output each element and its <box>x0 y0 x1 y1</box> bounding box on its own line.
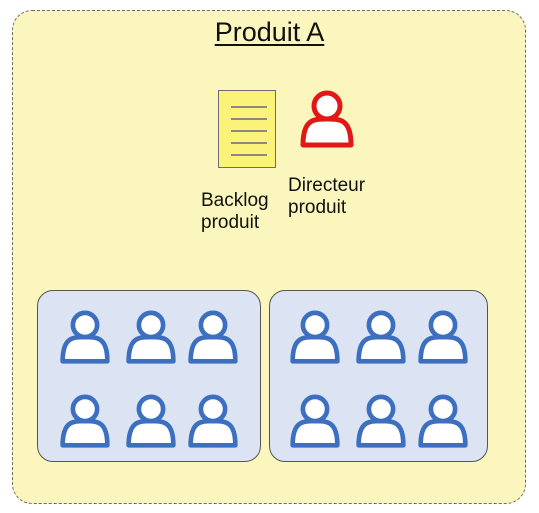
backlog-caption: Backlog produit <box>201 190 269 234</box>
director-caption-line1: Directeur <box>288 175 366 196</box>
product-title: Produit A <box>214 17 325 47</box>
team-member-icon <box>58 308 112 368</box>
team-member-icon <box>58 392 112 452</box>
document-line <box>231 130 267 132</box>
director-caption-line2: produit <box>288 197 347 218</box>
director-caption: Directeur produit <box>288 175 365 219</box>
team-member-icon <box>186 308 240 368</box>
team-member-icon <box>186 392 240 452</box>
document-line <box>231 106 267 108</box>
backlog-caption-line2: produit <box>201 212 260 233</box>
document-line <box>231 118 267 120</box>
backlog-caption-line1: Backlog <box>201 190 269 211</box>
team-member-icon <box>124 308 178 368</box>
team-member-icon <box>124 392 178 452</box>
team-member-icon <box>416 308 470 368</box>
team-member-icon <box>354 308 408 368</box>
team-member-icon <box>288 308 342 368</box>
document-line <box>231 154 267 156</box>
director-person-icon <box>298 88 356 152</box>
team-member-icon <box>354 392 408 452</box>
team-member-icon <box>416 392 470 452</box>
document-line <box>231 142 267 144</box>
backlog-document-icon <box>218 90 276 168</box>
team-member-icon <box>288 392 342 452</box>
